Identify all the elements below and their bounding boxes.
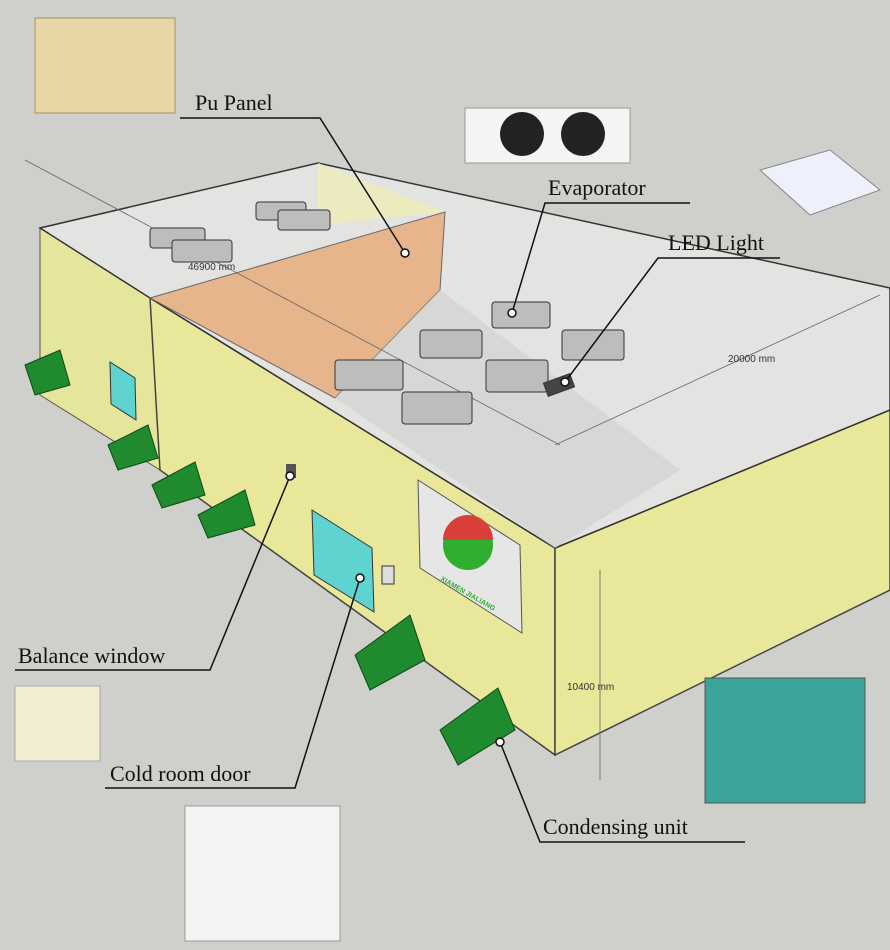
condensing-unit bbox=[107, 424, 159, 471]
evaporator-unit bbox=[485, 359, 549, 393]
evaporator-label: Evaporator bbox=[548, 175, 646, 200]
condensing-unit bbox=[24, 349, 71, 396]
evaporator-leader bbox=[511, 202, 690, 314]
leader-dot bbox=[355, 573, 365, 583]
leader-dot bbox=[495, 737, 505, 747]
evaporator-fan-icon bbox=[561, 112, 605, 156]
balance-window bbox=[286, 464, 296, 478]
height-dimension: 10400 mm bbox=[567, 682, 614, 693]
led-light-label: LED Light bbox=[668, 230, 764, 255]
evaporator-unit bbox=[171, 239, 233, 263]
pu-panel-photo bbox=[34, 17, 176, 114]
cold-room-door-photo bbox=[184, 805, 341, 942]
front-fixtures: XIAMEN JIALIANG bbox=[109, 361, 523, 634]
led-light-photo bbox=[758, 149, 882, 216]
evaporator-unit bbox=[419, 329, 483, 359]
balance-window-photo bbox=[14, 685, 101, 762]
condensing-unit bbox=[151, 461, 206, 509]
evaporator-unit bbox=[401, 391, 473, 425]
condensing-unit bbox=[354, 614, 426, 691]
pu-panel-label: Pu Panel bbox=[195, 90, 273, 115]
logo-red-stripes bbox=[443, 515, 493, 540]
balance-window-label: Balance window bbox=[18, 643, 165, 668]
length-dimension: 46900 mm bbox=[188, 262, 235, 273]
width-dimension-line bbox=[554, 294, 881, 446]
evaporator-fan-icon bbox=[500, 112, 544, 156]
condensing-unit bbox=[197, 489, 256, 539]
cold-room-door-label: Cold room door bbox=[110, 761, 251, 786]
condensing-unit bbox=[439, 687, 516, 766]
product-photos bbox=[14, 17, 882, 942]
condensing-unit-photo bbox=[704, 677, 866, 804]
led-light-leader bbox=[564, 257, 780, 383]
cold-room-door-left-end bbox=[109, 361, 137, 421]
evaporator-unit bbox=[277, 209, 331, 231]
evaporator-unit bbox=[491, 301, 551, 329]
pu-panel-leader bbox=[180, 117, 406, 254]
balance-window-leader bbox=[15, 475, 291, 671]
leader-dot bbox=[285, 471, 295, 481]
condensing-unit-leader bbox=[499, 741, 745, 843]
width-dimension: 20000 mm bbox=[728, 354, 775, 365]
leader-lines bbox=[15, 117, 780, 843]
condensing-unit-label: Condensing unit bbox=[543, 814, 688, 839]
back-wall-yellow bbox=[318, 163, 445, 225]
condensing-units bbox=[24, 349, 516, 766]
evaporator-photo bbox=[464, 107, 631, 164]
cold-room-door-leader bbox=[105, 577, 361, 789]
door-control-panel bbox=[381, 565, 395, 585]
evaporator-unit bbox=[334, 359, 404, 391]
leader-dot bbox=[507, 308, 517, 318]
leader-dot bbox=[560, 377, 570, 387]
cold-room-door-front bbox=[311, 509, 375, 613]
leader-dot bbox=[400, 248, 410, 258]
